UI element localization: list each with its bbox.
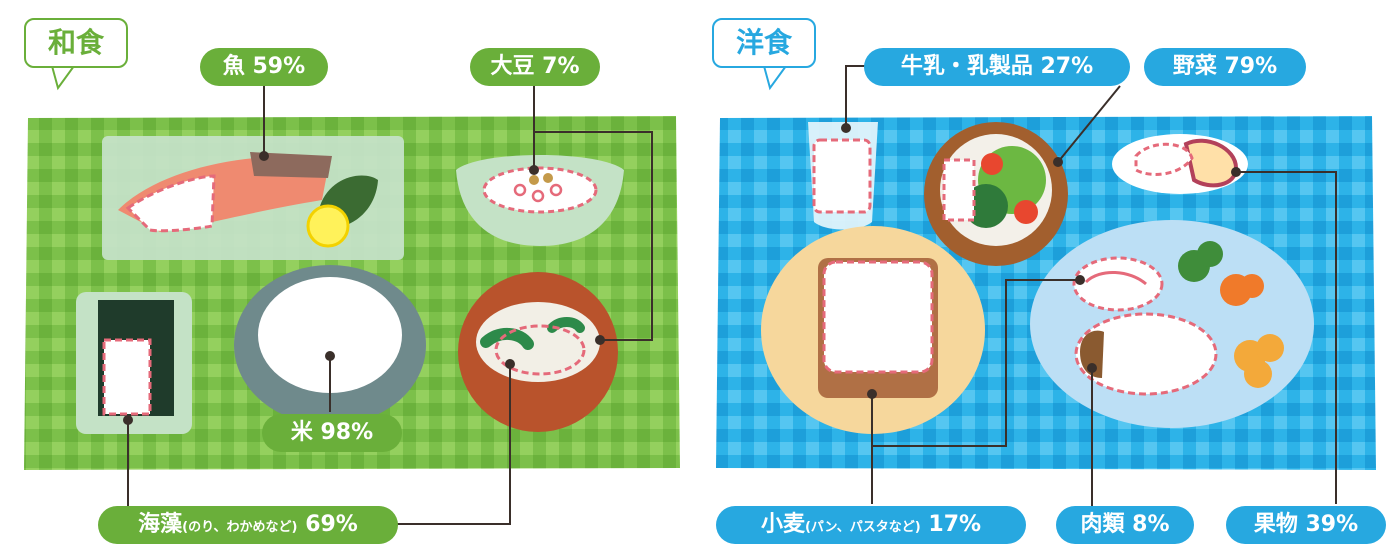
- vegetable-label: 野菜 79%: [1144, 48, 1306, 86]
- seaweed-label-note: (のり、わかめなど): [182, 520, 298, 535]
- dairy-label: 牛乳・乳製品 27%: [864, 48, 1130, 86]
- leader-lines: [127, 65, 1337, 525]
- seaweed-label-pct: 69%: [305, 512, 358, 537]
- japanese-food-tag: 和食: [24, 18, 128, 68]
- rice-label: 米 98%: [262, 414, 402, 452]
- wheat-label-note: (パン、パスタなど): [804, 520, 921, 535]
- soy-label: 大豆 7%: [470, 48, 600, 86]
- salmon-skin: [250, 152, 332, 178]
- fruit-label: 果物 39%: [1226, 506, 1386, 544]
- wheat-label-main: 小麦: [760, 512, 805, 537]
- fish-label: 魚 59%: [200, 48, 328, 86]
- rice-icon: [258, 277, 402, 393]
- leader-dots: [123, 123, 1241, 425]
- meat-label: 肉類 8%: [1056, 506, 1194, 544]
- pasta-icon: [1072, 256, 1164, 312]
- lemon-icon: [306, 204, 350, 248]
- wheat-label: 小麦(パン、パスタなど) 17%: [716, 506, 1026, 544]
- meat-icon: [1074, 312, 1218, 396]
- seaweed-label-main: 海藻: [138, 512, 183, 537]
- wheat-label-pct: 17%: [928, 512, 982, 537]
- western-food-tag: 洋食: [712, 18, 816, 68]
- seaweed-label: 海藻(のり、わかめなど) 69%: [98, 506, 398, 544]
